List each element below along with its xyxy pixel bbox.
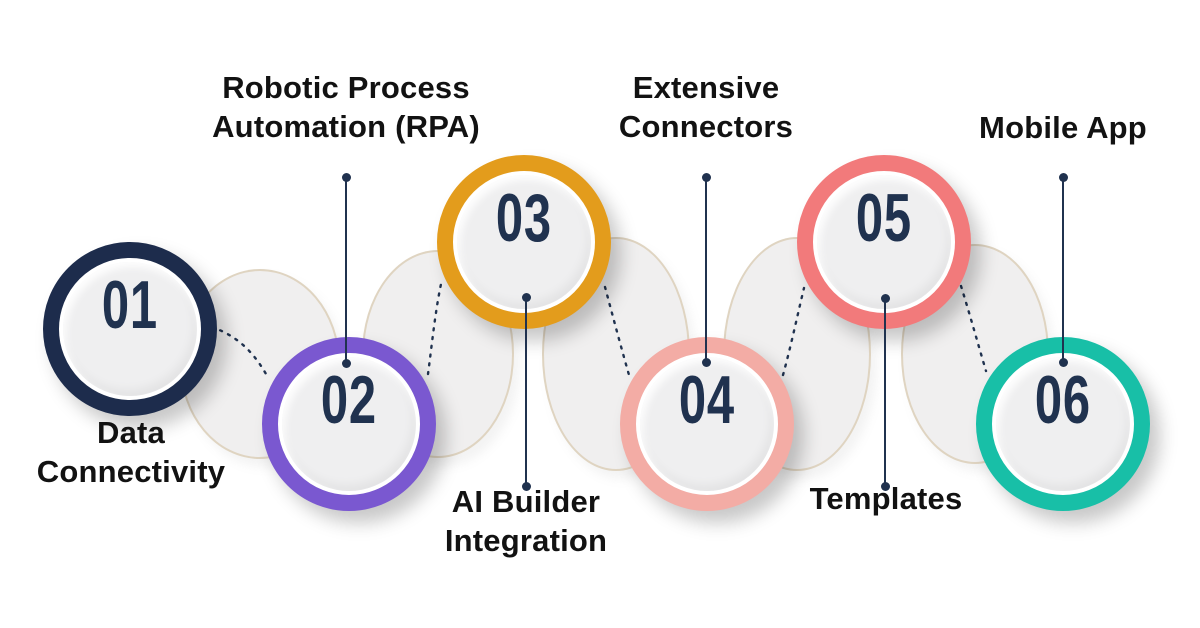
step-label-extensive-connectors: Extensive Connectors [619,68,793,146]
label-line: Extensive [632,70,780,105]
step-circle-06-inner: 06 [996,357,1130,491]
step-number-05: 05 [856,180,912,256]
step-circle-01-inner: 01 [63,262,197,396]
step-label-data-connectivity: Data Connectivity [37,413,225,491]
step-circle-05: 05 [797,155,971,329]
connector-line [1062,177,1064,362]
step-circle-04: 04 [620,337,794,511]
step-label-mobile-app: Mobile App [979,108,1147,147]
step-number-01: 01 [102,267,158,343]
connector-dot [341,172,351,182]
step-circle-05-inner: 05 [817,175,951,309]
connector-line [705,177,707,362]
step-number-02: 02 [321,362,377,438]
step-label-ai-builder-integration: AI Builder Integration [445,482,607,560]
step-circle-01: 01 [43,242,217,416]
step-label-rpa: Robotic Process Automation (RPA) [212,68,480,146]
step-circle-06: 06 [976,337,1150,511]
label-line: Data [97,415,165,450]
label-line: Automation (RPA) [212,109,480,144]
step-circle-02-inner: 02 [282,357,416,491]
step-label-templates: Templates [810,479,963,518]
step-circle-03: 03 [437,155,611,329]
label-line: Robotic Process [222,70,470,105]
connector-dot [701,172,711,182]
label-line: Connectivity [36,454,226,489]
label-line: Connectors [618,109,794,144]
connector-line [345,177,347,363]
step-circle-04-inner: 04 [640,357,774,491]
label-line: Mobile App [979,110,1147,145]
label-line: Integration [444,523,608,558]
step-number-03: 03 [496,180,552,256]
step-number-06: 06 [1035,362,1091,438]
label-line: AI Builder [451,484,601,519]
step-number-04: 04 [679,362,735,438]
label-line: Templates [809,481,963,516]
step-circle-02: 02 [262,337,436,511]
step-circle-03-inner: 03 [457,175,591,309]
connector-dot [1058,172,1068,182]
